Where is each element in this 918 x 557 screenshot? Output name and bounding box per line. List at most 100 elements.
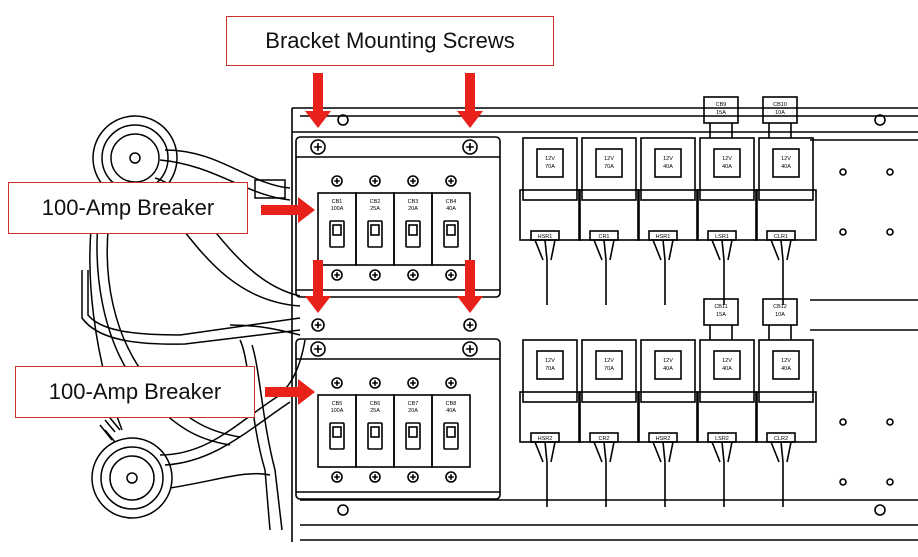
arrowhead-icon xyxy=(298,379,315,405)
breaker-label: CB4 xyxy=(446,199,457,205)
relay-wires xyxy=(534,239,556,305)
screw-icon xyxy=(445,471,457,483)
breaker-rating: 40A xyxy=(446,206,456,212)
breaker-bracket xyxy=(295,338,501,500)
relay-amps: 40A xyxy=(722,164,732,170)
relay-tag: CR1 xyxy=(598,234,609,240)
relay-tag: CR2 xyxy=(598,436,609,442)
relay-wires xyxy=(652,239,674,305)
relay-hsr2: 12V 70A HSR2 xyxy=(519,339,581,507)
screw-icon xyxy=(407,175,419,187)
breaker-toggle xyxy=(405,422,421,450)
relay-lsr1: 12V 40A LSR1 xyxy=(696,137,758,305)
relay-socket xyxy=(578,189,640,241)
relay-tag: HSR2 xyxy=(538,436,553,442)
breaker-label: CB5 xyxy=(332,401,343,407)
screw-icon xyxy=(331,377,343,389)
relay-tag: HSR1 xyxy=(538,234,553,240)
relay-socket xyxy=(696,189,758,241)
relay-voltage: 12V xyxy=(781,156,791,162)
relay-tag: HSR1 xyxy=(656,234,671,240)
screw-icon xyxy=(463,318,477,332)
relay-cr2: 12V 70A CR2 xyxy=(578,339,640,507)
screw-icon xyxy=(311,318,325,332)
relay-amps: 70A xyxy=(604,164,614,170)
relay-wires xyxy=(770,441,792,507)
relay-amps: 70A xyxy=(604,366,614,372)
arrowhead-icon xyxy=(457,111,483,128)
breaker-rating: 20A xyxy=(408,408,418,414)
arrowhead-icon xyxy=(298,197,315,223)
arrowhead-icon xyxy=(305,111,331,128)
relay-tag: LSR2 xyxy=(715,436,729,442)
relay-panel-2: CB5100ACB625ACB720ACB840A12V70AHSR212V70… xyxy=(295,298,817,507)
screw-icon xyxy=(445,175,457,187)
breaker-bracket xyxy=(295,136,501,298)
relay-socket xyxy=(637,391,699,443)
relay-tag: HSR2 xyxy=(656,436,671,442)
relay-amps: 70A xyxy=(545,366,555,372)
relay-amps: 40A xyxy=(663,366,673,372)
relay-voltage: 12V xyxy=(545,156,555,162)
relay-amps: 40A xyxy=(781,366,791,372)
fuse-rating: 10A xyxy=(775,110,785,116)
relay-socket xyxy=(519,189,581,241)
mounting-rail xyxy=(291,107,918,542)
relay-hsr1: 12V 40A HSR1 xyxy=(637,137,699,305)
screw-icon xyxy=(462,341,478,357)
breaker-toggle xyxy=(367,220,383,248)
breaker-toggle xyxy=(367,422,383,450)
fuse-label: CB9 xyxy=(716,102,727,108)
breaker-label: CB7 xyxy=(408,401,419,407)
down-arrow-icon xyxy=(465,260,475,297)
breaker-label: CB1 xyxy=(332,199,343,205)
relay-socket xyxy=(519,391,581,443)
relay-voltage: 12V xyxy=(604,358,614,364)
top-100-amp-breaker-callout: 100-Amp Breaker xyxy=(8,182,248,234)
relay-voltage: 12V xyxy=(545,358,555,364)
breaker-rating: 25A xyxy=(370,408,380,414)
relay-wires xyxy=(652,441,674,507)
relay-wires xyxy=(593,239,615,305)
breaker-toggle xyxy=(443,422,459,450)
relay-voltage: 12V xyxy=(663,156,673,162)
screw-icon xyxy=(445,269,457,281)
breaker-rating: 40A xyxy=(446,408,456,414)
relay-tag: LSR1 xyxy=(715,234,729,240)
relay-wires xyxy=(711,441,733,507)
relay-wires xyxy=(711,239,733,305)
relay-voltage: 12V xyxy=(722,358,732,364)
breaker-label: CB6 xyxy=(370,401,381,407)
screw-icon xyxy=(369,269,381,281)
relay-clr1: 12V 40A CLR1 xyxy=(755,137,817,305)
relay-socket xyxy=(578,391,640,443)
relay-socket xyxy=(696,391,758,443)
relay-tag: CLR1 xyxy=(774,234,788,240)
screw-icon xyxy=(369,175,381,187)
breaker-label: CB2 xyxy=(370,199,381,205)
relay-amps: 40A xyxy=(663,164,673,170)
relay-amps: 40A xyxy=(781,164,791,170)
screw-icon xyxy=(310,139,326,155)
bottom-100-amp-breaker-callout: 100-Amp Breaker xyxy=(15,366,255,418)
relay-voltage: 12V xyxy=(722,156,732,162)
breaker-label: CB3 xyxy=(408,199,419,205)
relay-wires xyxy=(770,239,792,305)
relay-voltage: 12V xyxy=(781,358,791,364)
breaker-toggle xyxy=(329,220,345,248)
